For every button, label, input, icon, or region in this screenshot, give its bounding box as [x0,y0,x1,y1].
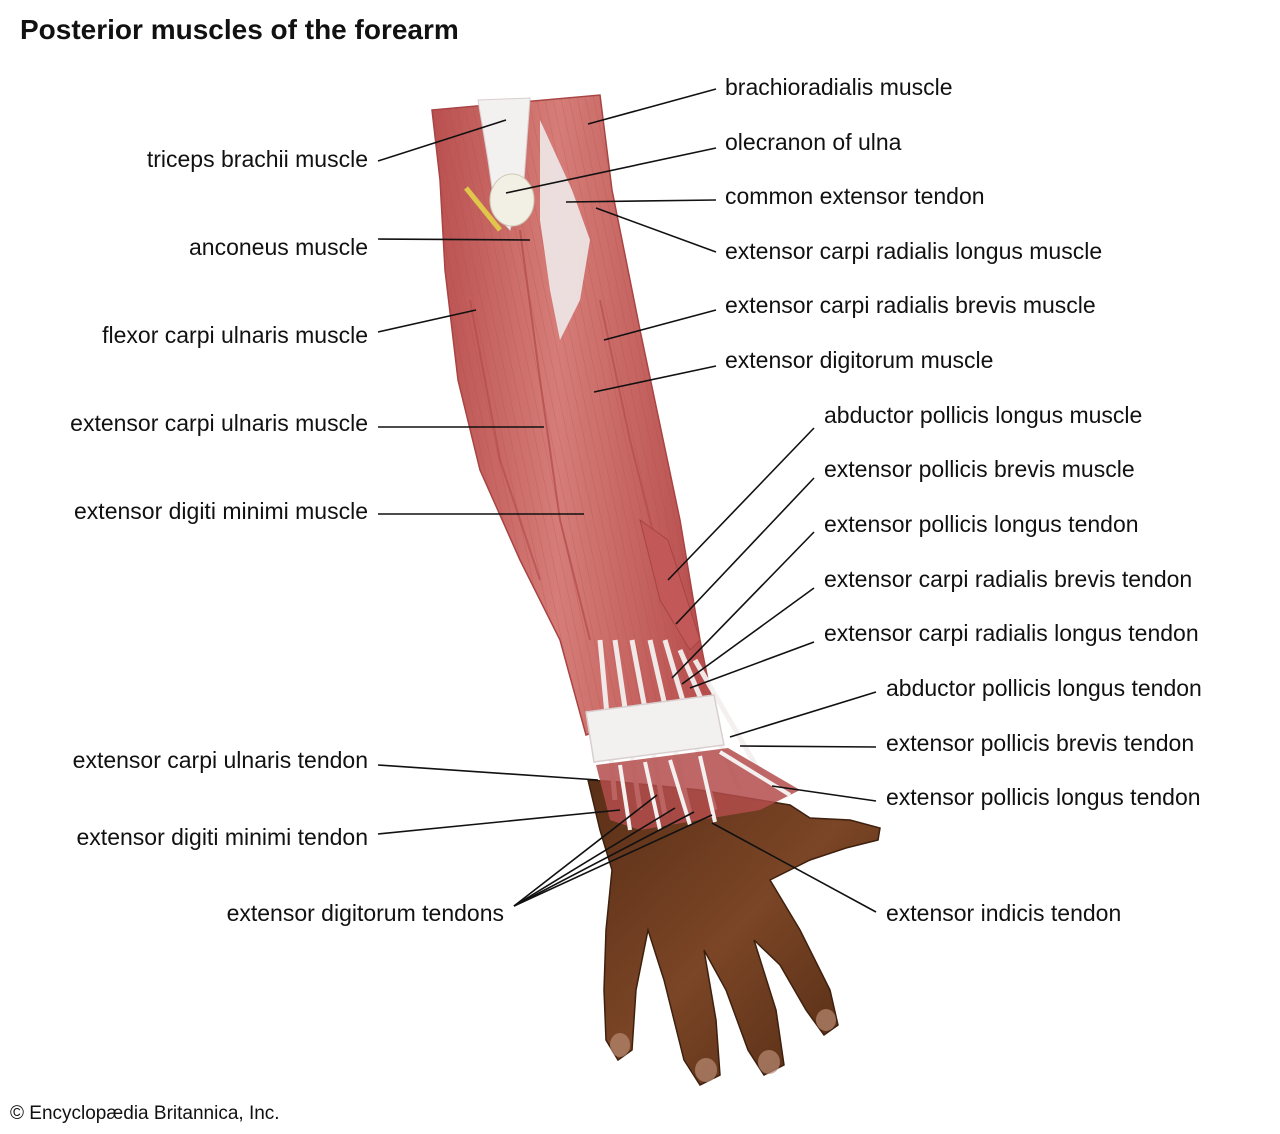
label-ecrl-muscle: extensor carpi radialis longus muscle [725,238,1103,264]
leader-ecrl-muscle [595,207,717,253]
leader-epl-tendon-2 [771,785,877,802]
fingernail-index [816,1009,836,1031]
leader-ei-tendon [711,822,877,913]
ulnar-nerve [464,186,502,232]
leader-apl-tendon [729,691,877,738]
label-triceps: triceps brachii muscle [146,146,368,172]
leader-epl-tendon-1 [671,531,815,679]
label-brachioradialis: brachioradialis muscle [725,74,953,100]
leader-ecu-tendon [377,764,599,781]
leader-anconeus [377,238,531,241]
common-extensor-tendon-shape [540,120,590,340]
label-ed-muscle: extensor digitorum muscle [725,347,994,373]
leader-ecrb-tendon [681,587,815,685]
leader-ecrl-tendon [689,641,815,689]
label-edm-muscle: extensor digiti minimi muscle [74,498,368,524]
hand [587,779,881,1086]
label-ecu-tendon: extensor carpi ulnaris tendon [72,747,368,773]
muscle-division-3 [599,299,661,561]
leader-brachioradialis [587,88,717,125]
forearm [431,94,800,831]
leader-ed-tendon-4 [513,814,713,907]
label-epl-tendon-1: extensor pollicis longus tendon [824,511,1139,537]
leader-olecranon [505,147,717,194]
leader-epb-tendon [739,745,877,748]
muscle-division-2 [469,299,541,581]
label-epb-muscle: extensor pollicis brevis muscle [824,456,1135,482]
leader-fcu [377,309,477,333]
label-ed-tendons: extensor digitorum tendons [226,900,504,926]
label-apl-muscle: abductor pollicis longus muscle [824,402,1143,428]
label-anconeus: anconeus muscle [189,234,368,260]
label-fcu: flexor carpi ulnaris muscle [102,322,368,348]
label-olecranon: olecranon of ulna [725,129,902,155]
copyright-credit: © Encyclopædia Britannica, Inc. [10,1103,280,1124]
muscle-division-1 [519,229,591,641]
leader-ed-tendon-3 [513,811,695,907]
leader-ed-muscle [593,365,717,393]
thumb-muscles [639,518,701,651]
label-common-ext: common extensor tendon [725,183,985,209]
diagram-title: Posterior muscles of the forearm [20,14,459,45]
leader-epb-muscle [675,477,815,625]
label-ecrb-tendon: extensor carpi radialis brevis tendon [824,566,1193,592]
label-epb-tendon: extensor pollicis brevis tendon [886,730,1195,756]
label-epl-tendon-2: extensor pollicis longus tendon [886,784,1201,810]
leader-ecrb-muscle [603,309,717,341]
label-ecrl-tendon: extensor carpi radialis longus tendon [824,620,1199,646]
leader-ed-tendon-2 [513,807,676,907]
label-ecu-muscle: extensor carpi ulnaris muscle [70,410,368,436]
label-ei-tendon: extensor indicis tendon [886,900,1122,926]
leader-triceps [377,119,507,162]
leader-ed-tendon-1 [513,794,658,907]
fingernail-ring [695,1058,717,1082]
muscle-fibers [432,95,712,735]
olecranon-bone [489,173,535,227]
extensor-retinaculum [585,694,725,763]
leader-lines [377,88,877,913]
fingernail-middle [758,1050,780,1074]
leader-edm-tendon [377,809,621,835]
label-apl-tendon: abductor pollicis longus tendon [886,675,1202,701]
leader-apl-muscle [667,427,815,581]
fingernail-little [610,1033,630,1057]
label-ecrb-muscle: extensor carpi radialis brevis muscle [725,292,1096,318]
leader-common-ext [565,199,717,203]
label-edm-tendon: extensor digiti minimi tendon [76,824,368,850]
